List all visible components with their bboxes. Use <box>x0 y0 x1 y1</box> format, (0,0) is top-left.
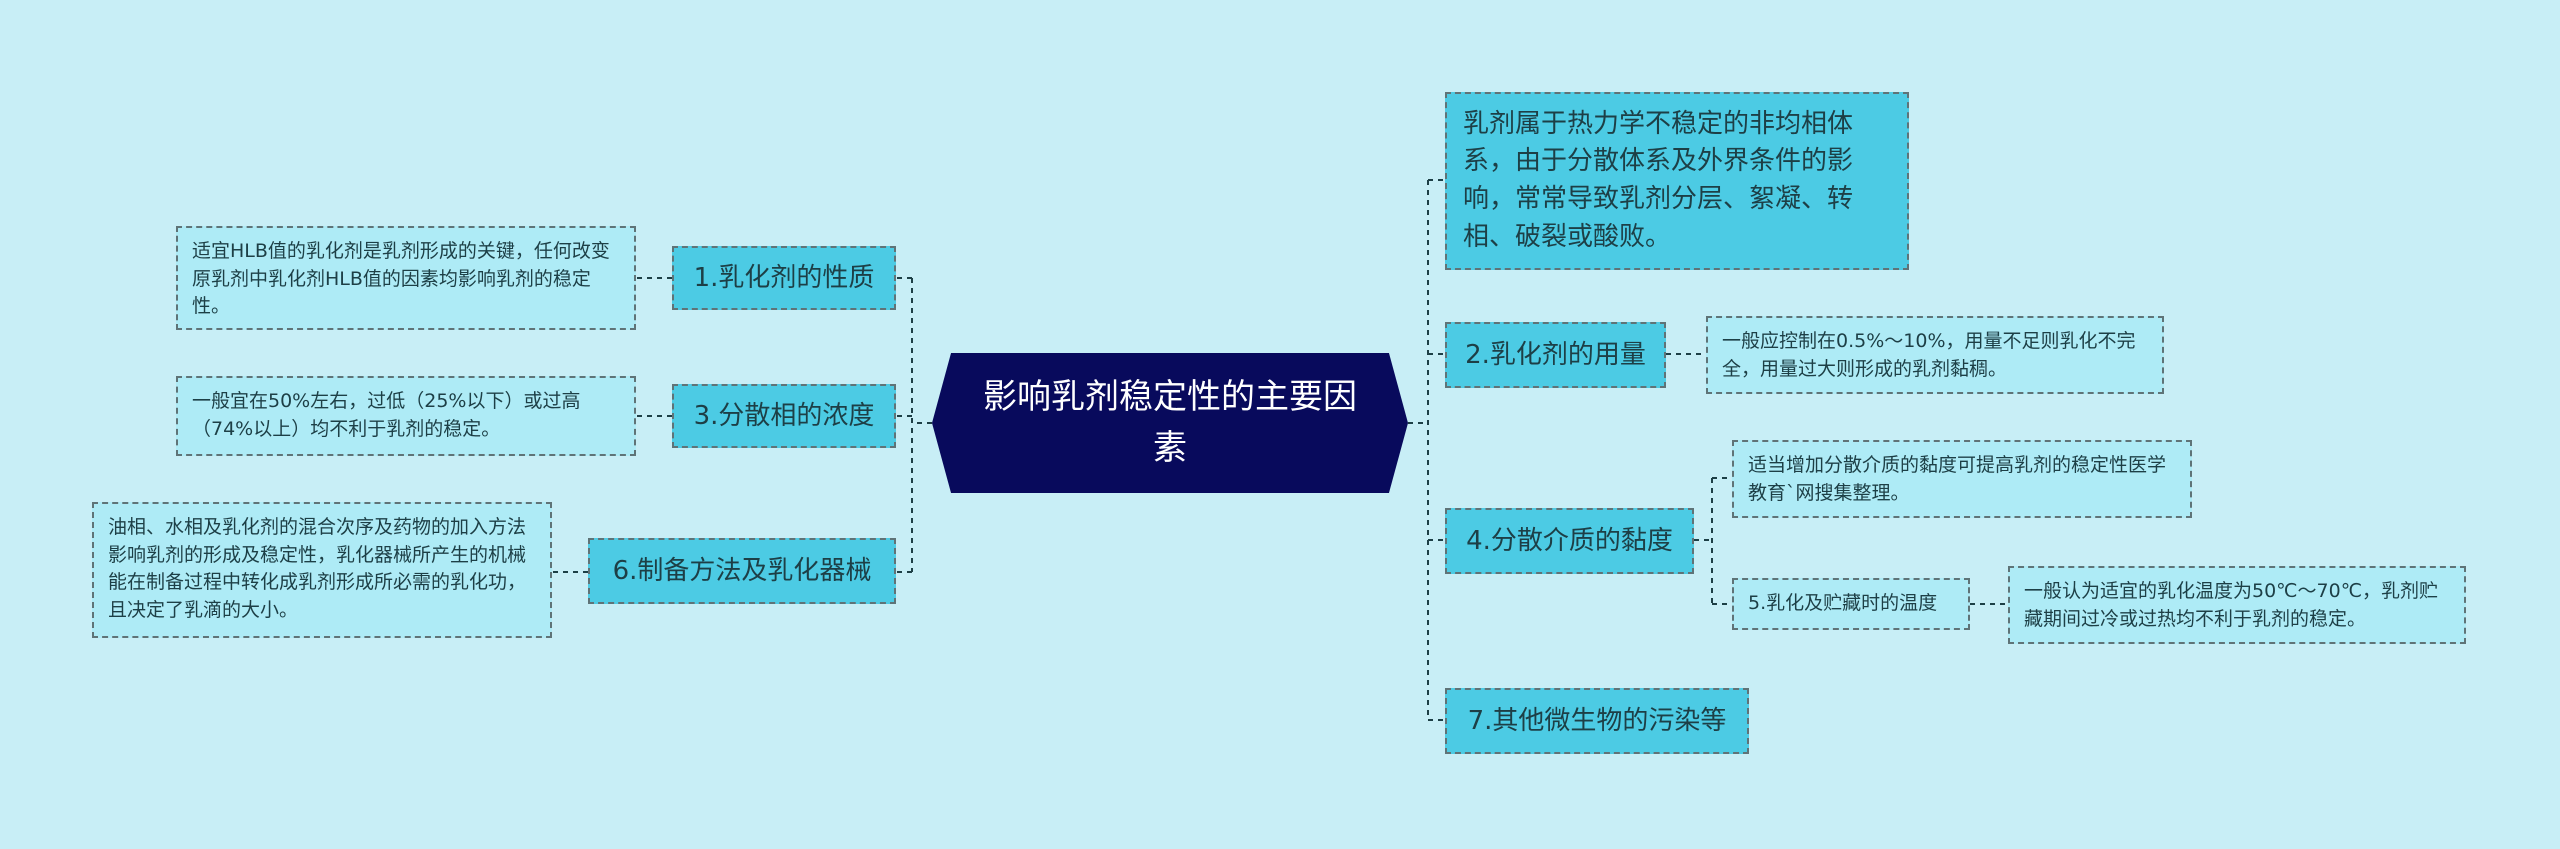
topic-temperature[interactable]: 5.乳化及贮藏时的温度 <box>1732 578 1970 630</box>
topic-intro[interactable]: 乳剂属于热力学不稳定的非均相体系，由于分散体系及外界条件的影响，常常导致乳剂分层… <box>1445 92 1909 270</box>
detail-emulsifier-nature: 适宜HLB值的乳化剂是乳剂形成的关键，任何改变原乳剂中乳化剂HLB值的因素均影响… <box>176 226 636 330</box>
detail-preparation-method: 油相、水相及乳化剂的混合次序及药物的加入方法影响乳剂的形成及稳定性，乳化器械所产… <box>92 502 552 638</box>
detail-temperature: 一般认为适宜的乳化温度为50℃～70℃，乳剂贮藏期间过冷或过热均不利于乳剂的稳定… <box>2008 566 2466 644</box>
topic-emulsifier-nature[interactable]: 1.乳化剂的性质 <box>672 246 896 310</box>
topic-medium-viscosity[interactable]: 4.分散介质的黏度 <box>1445 508 1694 574</box>
topic-dispersed-phase-concentration[interactable]: 3.分散相的浓度 <box>672 384 896 448</box>
detail-emulsifier-amount: 一般应控制在0.5%～10%，用量不足则乳化不完全，用量过大则形成的乳剂黏稠。 <box>1706 316 2164 394</box>
detail-medium-viscosity: 适当增加分散介质的黏度可提高乳剂的稳定性医学教育`网搜集整理。 <box>1732 440 2192 518</box>
central-topic[interactable]: 影响乳剂稳定性的主要因素 <box>932 353 1408 493</box>
topic-microbial-contamination[interactable]: 7.其他微生物的污染等 <box>1445 688 1749 754</box>
topic-emulsifier-amount[interactable]: 2.乳化剂的用量 <box>1445 322 1666 388</box>
topic-preparation-method[interactable]: 6.制备方法及乳化器械 <box>588 538 896 604</box>
detail-dispersed-phase-concentration: 一般宜在50%左右，过低（25%以下）或过高（74%以上）均不利于乳剂的稳定。 <box>176 376 636 456</box>
